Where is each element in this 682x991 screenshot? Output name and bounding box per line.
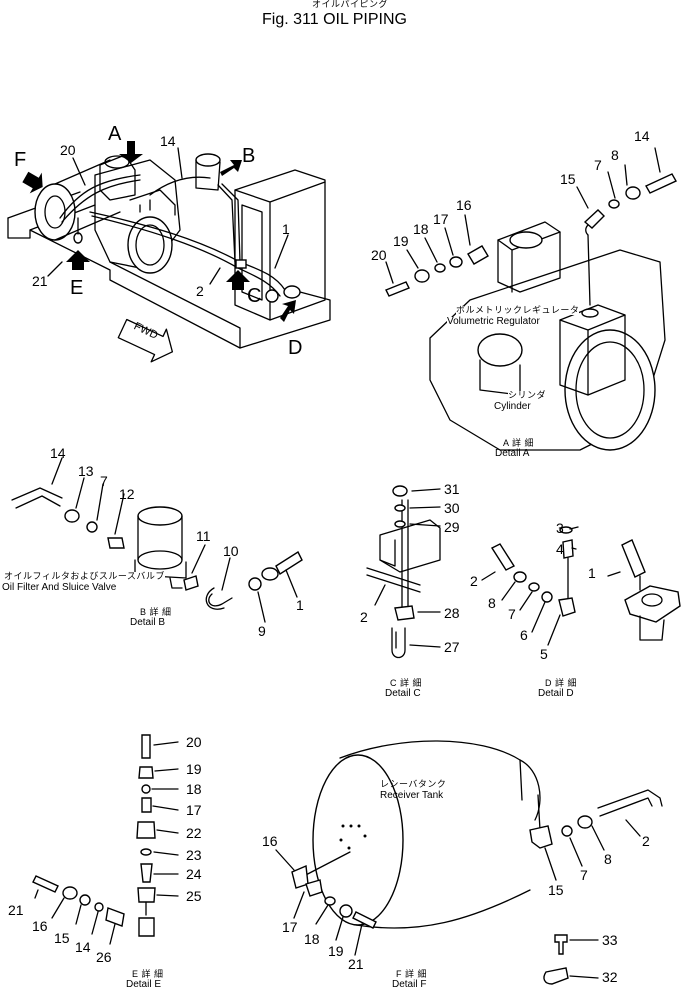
detail-b-callout-1: 1 xyxy=(296,597,304,613)
detail-e-drawing xyxy=(32,734,179,945)
detail-e-callout-21: 21 xyxy=(8,902,24,918)
detail-c-callout-2: 2 xyxy=(360,609,368,625)
detail-e-callout-17: 17 xyxy=(186,802,202,818)
detail-a-caption-jp: A 詳 細 xyxy=(503,438,535,448)
view-d-label: D xyxy=(288,337,303,359)
detail-c-callout-31: 31 xyxy=(444,481,460,497)
detail-b-callout-7: 7 xyxy=(100,473,108,489)
detail-e-callout-23: 23 xyxy=(186,847,202,863)
title-japanese: オイルパイピング xyxy=(312,0,389,9)
detail-e-caption-jp: E 詳 細 xyxy=(132,969,164,979)
detail-a-callout-20: 20 xyxy=(371,247,387,263)
main-callout-2: 2 xyxy=(196,283,204,299)
detail-a-callout-19: 19 xyxy=(393,233,409,249)
view-a-label: A xyxy=(108,123,122,145)
detail-d-callout-2: 2 xyxy=(470,573,478,589)
detail-a-callout-18: 18 xyxy=(413,221,429,237)
detail-a-callout-14: 14 xyxy=(634,128,650,144)
detail-e-callout-19: 19 xyxy=(186,761,202,777)
detail-d-callout-6: 6 xyxy=(520,627,528,643)
detail-d-caption-jp: D 詳 細 xyxy=(545,678,578,688)
filter-label-en: Oil Filter And Sluice Valve xyxy=(2,582,117,593)
detail-b-callout-11: 11 xyxy=(196,528,211,544)
detail-e-callout-22: 22 xyxy=(186,825,202,841)
detail-e-caption: Detail E xyxy=(126,979,162,990)
detail-f-caption-jp: F 詳 細 xyxy=(396,969,427,979)
detail-f-callout-33: 33 xyxy=(602,932,618,948)
main-callout-1: 1 xyxy=(282,221,290,237)
detail-c-callout-28: 28 xyxy=(444,605,460,621)
detail-a-callout-16: 16 xyxy=(456,197,472,213)
detail-b-callout-10: 10 xyxy=(223,543,239,559)
view-f-label: F xyxy=(14,149,27,171)
detail-c-callout-30: 30 xyxy=(444,500,460,516)
detail-f-callout-19: 19 xyxy=(328,943,344,959)
main-callout-21: 21 xyxy=(32,273,48,289)
detail-a-drawing xyxy=(385,147,677,451)
detail-c-caption: Detail C xyxy=(385,688,421,699)
detail-b-callout-14: 14 xyxy=(50,445,66,461)
detail-b-callout-13: 13 xyxy=(78,463,94,479)
detail-e-callout-20: 20 xyxy=(186,734,202,750)
cylinder-label-en: Cylinder xyxy=(494,401,531,412)
detail-c-callout-29: 29 xyxy=(444,519,460,535)
detail-b-callout-12: 12 xyxy=(119,486,135,502)
detail-a-callout-7: 7 xyxy=(594,157,602,173)
regulator-label-jp: ボルメトリックレギュレータ xyxy=(456,305,580,315)
view-b-label: B xyxy=(242,145,256,167)
detail-d-callout-7: 7 xyxy=(508,606,516,622)
detail-f-callout-32: 32 xyxy=(602,969,618,985)
detail-f-callout-2: 2 xyxy=(642,833,650,849)
figure-title: Fig. 311 OIL PIPING xyxy=(262,11,407,28)
detail-b-drawing xyxy=(11,457,303,623)
detail-a-callout-17: 17 xyxy=(433,211,449,227)
detail-e-callout-15: 15 xyxy=(54,930,70,946)
detail-f-callout-8: 8 xyxy=(604,851,612,867)
tank-label-en: Receiver Tank xyxy=(380,790,444,801)
detail-b-caption: Detail B xyxy=(130,617,166,628)
detail-d-caption: Detail D xyxy=(538,688,574,699)
main-view-machine xyxy=(7,141,331,363)
detail-f-callout-21: 21 xyxy=(348,956,364,972)
detail-a-callout-15: 15 xyxy=(560,171,576,187)
detail-c-caption-jp: C 詳 細 xyxy=(390,678,423,688)
detail-f-callout-16: 16 xyxy=(262,833,278,849)
detail-d-callout-1: 1 xyxy=(588,565,596,581)
filter-label-jp: オイルフィルタおよびスルースバルブ xyxy=(4,571,165,581)
detail-e-callout-25: 25 xyxy=(186,888,202,904)
view-c-label: C xyxy=(247,285,262,307)
detail-d-callout-4: 4 xyxy=(556,541,564,557)
detail-e-callout-14: 14 xyxy=(75,939,91,955)
cylinder-label-jp: シリンダ xyxy=(508,390,547,400)
detail-d-callout-8: 8 xyxy=(488,595,496,611)
detail-a-callout-8: 8 xyxy=(611,147,619,163)
detail-f-caption: Detail F xyxy=(392,979,427,990)
main-callout-20: 20 xyxy=(60,142,76,158)
detail-d-callout-3: 3 xyxy=(556,520,564,536)
main-callout-14: 14 xyxy=(160,133,176,149)
detail-f-callout-15: 15 xyxy=(548,882,564,898)
detail-b-caption-jp: B 詳 細 xyxy=(140,607,172,617)
detail-c-callout-27: 27 xyxy=(444,639,460,655)
tank-label-jp: レシーバタンク xyxy=(380,779,447,789)
regulator-label-en: Volumetric Regulator xyxy=(447,316,540,327)
detail-e-callout-16: 16 xyxy=(32,918,48,934)
detail-b-callout-9: 9 xyxy=(258,623,266,639)
detail-e-callout-18: 18 xyxy=(186,781,202,797)
detail-d-drawing xyxy=(481,526,681,646)
detail-f-drawing xyxy=(275,740,663,985)
detail-c-drawing xyxy=(366,485,441,659)
detail-f-callout-7: 7 xyxy=(580,867,588,883)
detail-f-callout-18: 18 xyxy=(304,931,320,947)
detail-e-callout-24: 24 xyxy=(186,866,202,882)
detail-d-callout-5: 5 xyxy=(540,646,548,662)
detail-f-callout-17: 17 xyxy=(282,919,298,935)
detail-a-caption: Detail A xyxy=(495,448,530,459)
detail-e-callout-26: 26 xyxy=(96,949,112,965)
view-e-label: E xyxy=(70,277,84,299)
